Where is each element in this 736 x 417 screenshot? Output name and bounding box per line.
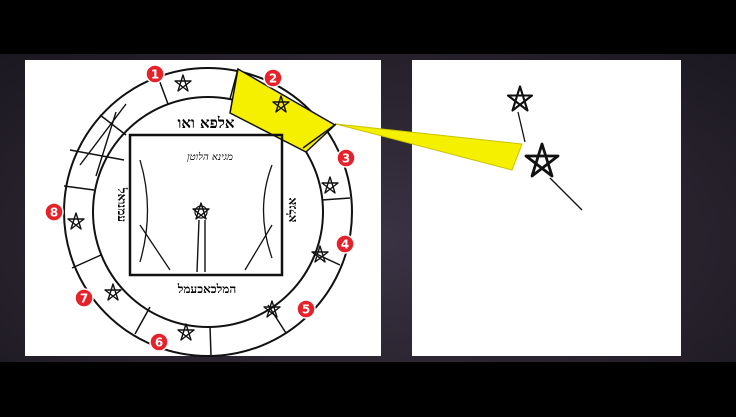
- zoomed-stars: [506, 85, 583, 211]
- svg-text:2: 2: [269, 72, 277, 86]
- marker-1: 1: [145, 64, 165, 84]
- inner-ring: [92, 96, 324, 328]
- bottom-letterbox: [0, 362, 736, 417]
- svg-text:6: 6: [155, 336, 163, 350]
- svg-text:5: 5: [302, 303, 310, 317]
- crossed-strokes: [69, 103, 127, 177]
- svg-text:1: 1: [151, 68, 159, 82]
- highlighted-segment: [229, 67, 337, 153]
- inner-arc-right: [262, 164, 273, 259]
- label-top: אלפא ואו: [178, 114, 235, 132]
- central-square: [128, 133, 284, 277]
- marker-7: 7: [74, 288, 94, 308]
- label-inner: מגינא הלוטן: [187, 151, 233, 163]
- callout-beam: [335, 123, 523, 171]
- inner-arc-left: [139, 159, 149, 263]
- svg-text:3: 3: [342, 152, 350, 166]
- zoomed-star-panel: [412, 60, 681, 356]
- marker-6: 6: [149, 332, 169, 352]
- marker-4: 4: [335, 234, 355, 254]
- label-left: עמנואל: [115, 187, 129, 222]
- inner-diagonal-right: [244, 224, 273, 271]
- marker-5: 5: [296, 299, 316, 319]
- svg-text:8: 8: [50, 206, 58, 220]
- label-right: אגלא: [285, 197, 299, 222]
- inner-diagonal-left: [139, 224, 171, 271]
- marker-8: 8: [44, 202, 64, 222]
- svg-text:7: 7: [80, 292, 88, 306]
- marker-2: 2: [263, 68, 283, 88]
- marker-3: 3: [336, 148, 356, 168]
- outer-ring: [63, 67, 353, 357]
- center-figure: [192, 202, 210, 273]
- svg-text:4: 4: [341, 238, 349, 252]
- top-letterbox: [0, 0, 736, 54]
- label-bottom: המלכאכעמל: [177, 282, 237, 296]
- ring-dividers: [63, 68, 351, 357]
- number-markers: 1 2 3 4 5 6 7 8: [44, 64, 356, 352]
